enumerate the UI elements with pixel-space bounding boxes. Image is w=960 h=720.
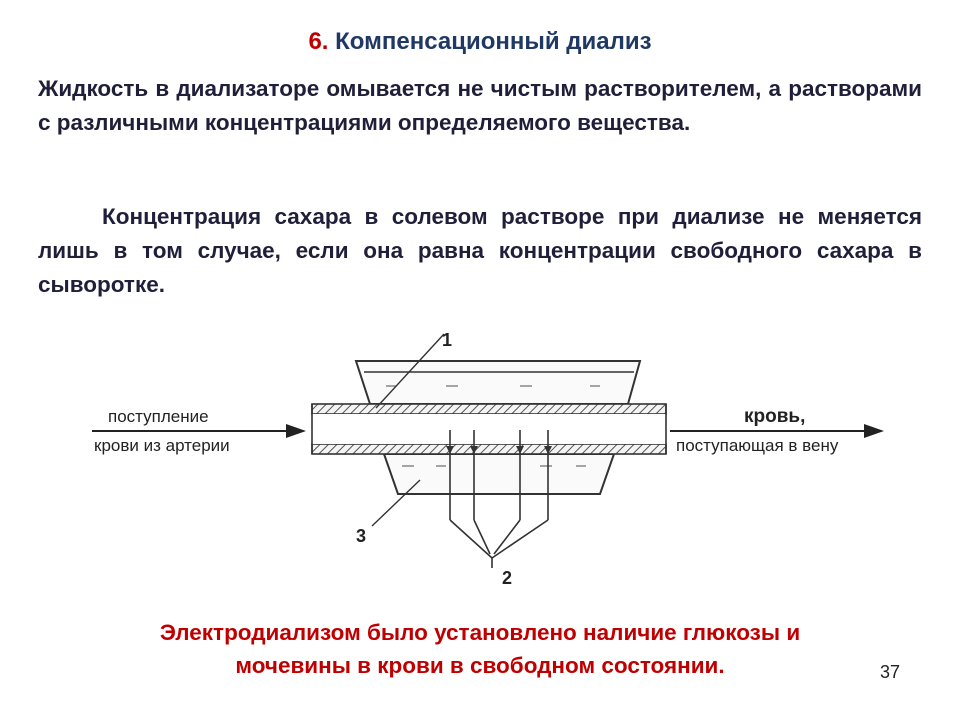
title-number: 6. bbox=[308, 28, 329, 55]
callout-1: 1 bbox=[442, 330, 452, 350]
inflow-label-line2: крови из артерии bbox=[94, 436, 230, 455]
footer-line-2: мочевины в крови в свободном состоянии. bbox=[235, 653, 725, 678]
paragraph-2: Концентрация сахара в солевом растворе п… bbox=[38, 200, 922, 302]
callout-1-leader bbox=[375, 333, 445, 409]
lower-vessel bbox=[382, 453, 616, 495]
inflow-label-line1: поступление bbox=[108, 407, 209, 426]
drain-arrowheads bbox=[446, 446, 552, 454]
inflow-arrow bbox=[92, 424, 306, 438]
outflow-label-line2: поступающая в вену bbox=[676, 436, 839, 455]
footer-line-1: Электродиализом было установлено наличие… bbox=[159, 620, 801, 645]
outflow-arrow bbox=[670, 424, 884, 438]
outflow-label-line1: кровь, bbox=[744, 406, 805, 427]
paragraph-1: Жидкость в диализаторе омывается не чист… bbox=[38, 76, 922, 135]
footer-note: Электродиализом было установлено наличие… bbox=[0, 616, 960, 682]
callout-2: 2 bbox=[502, 568, 512, 588]
slide-title: 6. Компенсационный диализ bbox=[0, 28, 960, 56]
paragraph-2-text: Концентрация сахара в солевом растворе п… bbox=[38, 204, 922, 297]
title-text: Компенсационный диализ bbox=[335, 28, 652, 55]
callout-3-leader bbox=[371, 479, 421, 527]
membrane-tube bbox=[311, 403, 667, 455]
callout-3: 3 bbox=[356, 526, 366, 546]
drain-lines bbox=[449, 430, 549, 568]
page-number: 37 bbox=[880, 662, 901, 682]
